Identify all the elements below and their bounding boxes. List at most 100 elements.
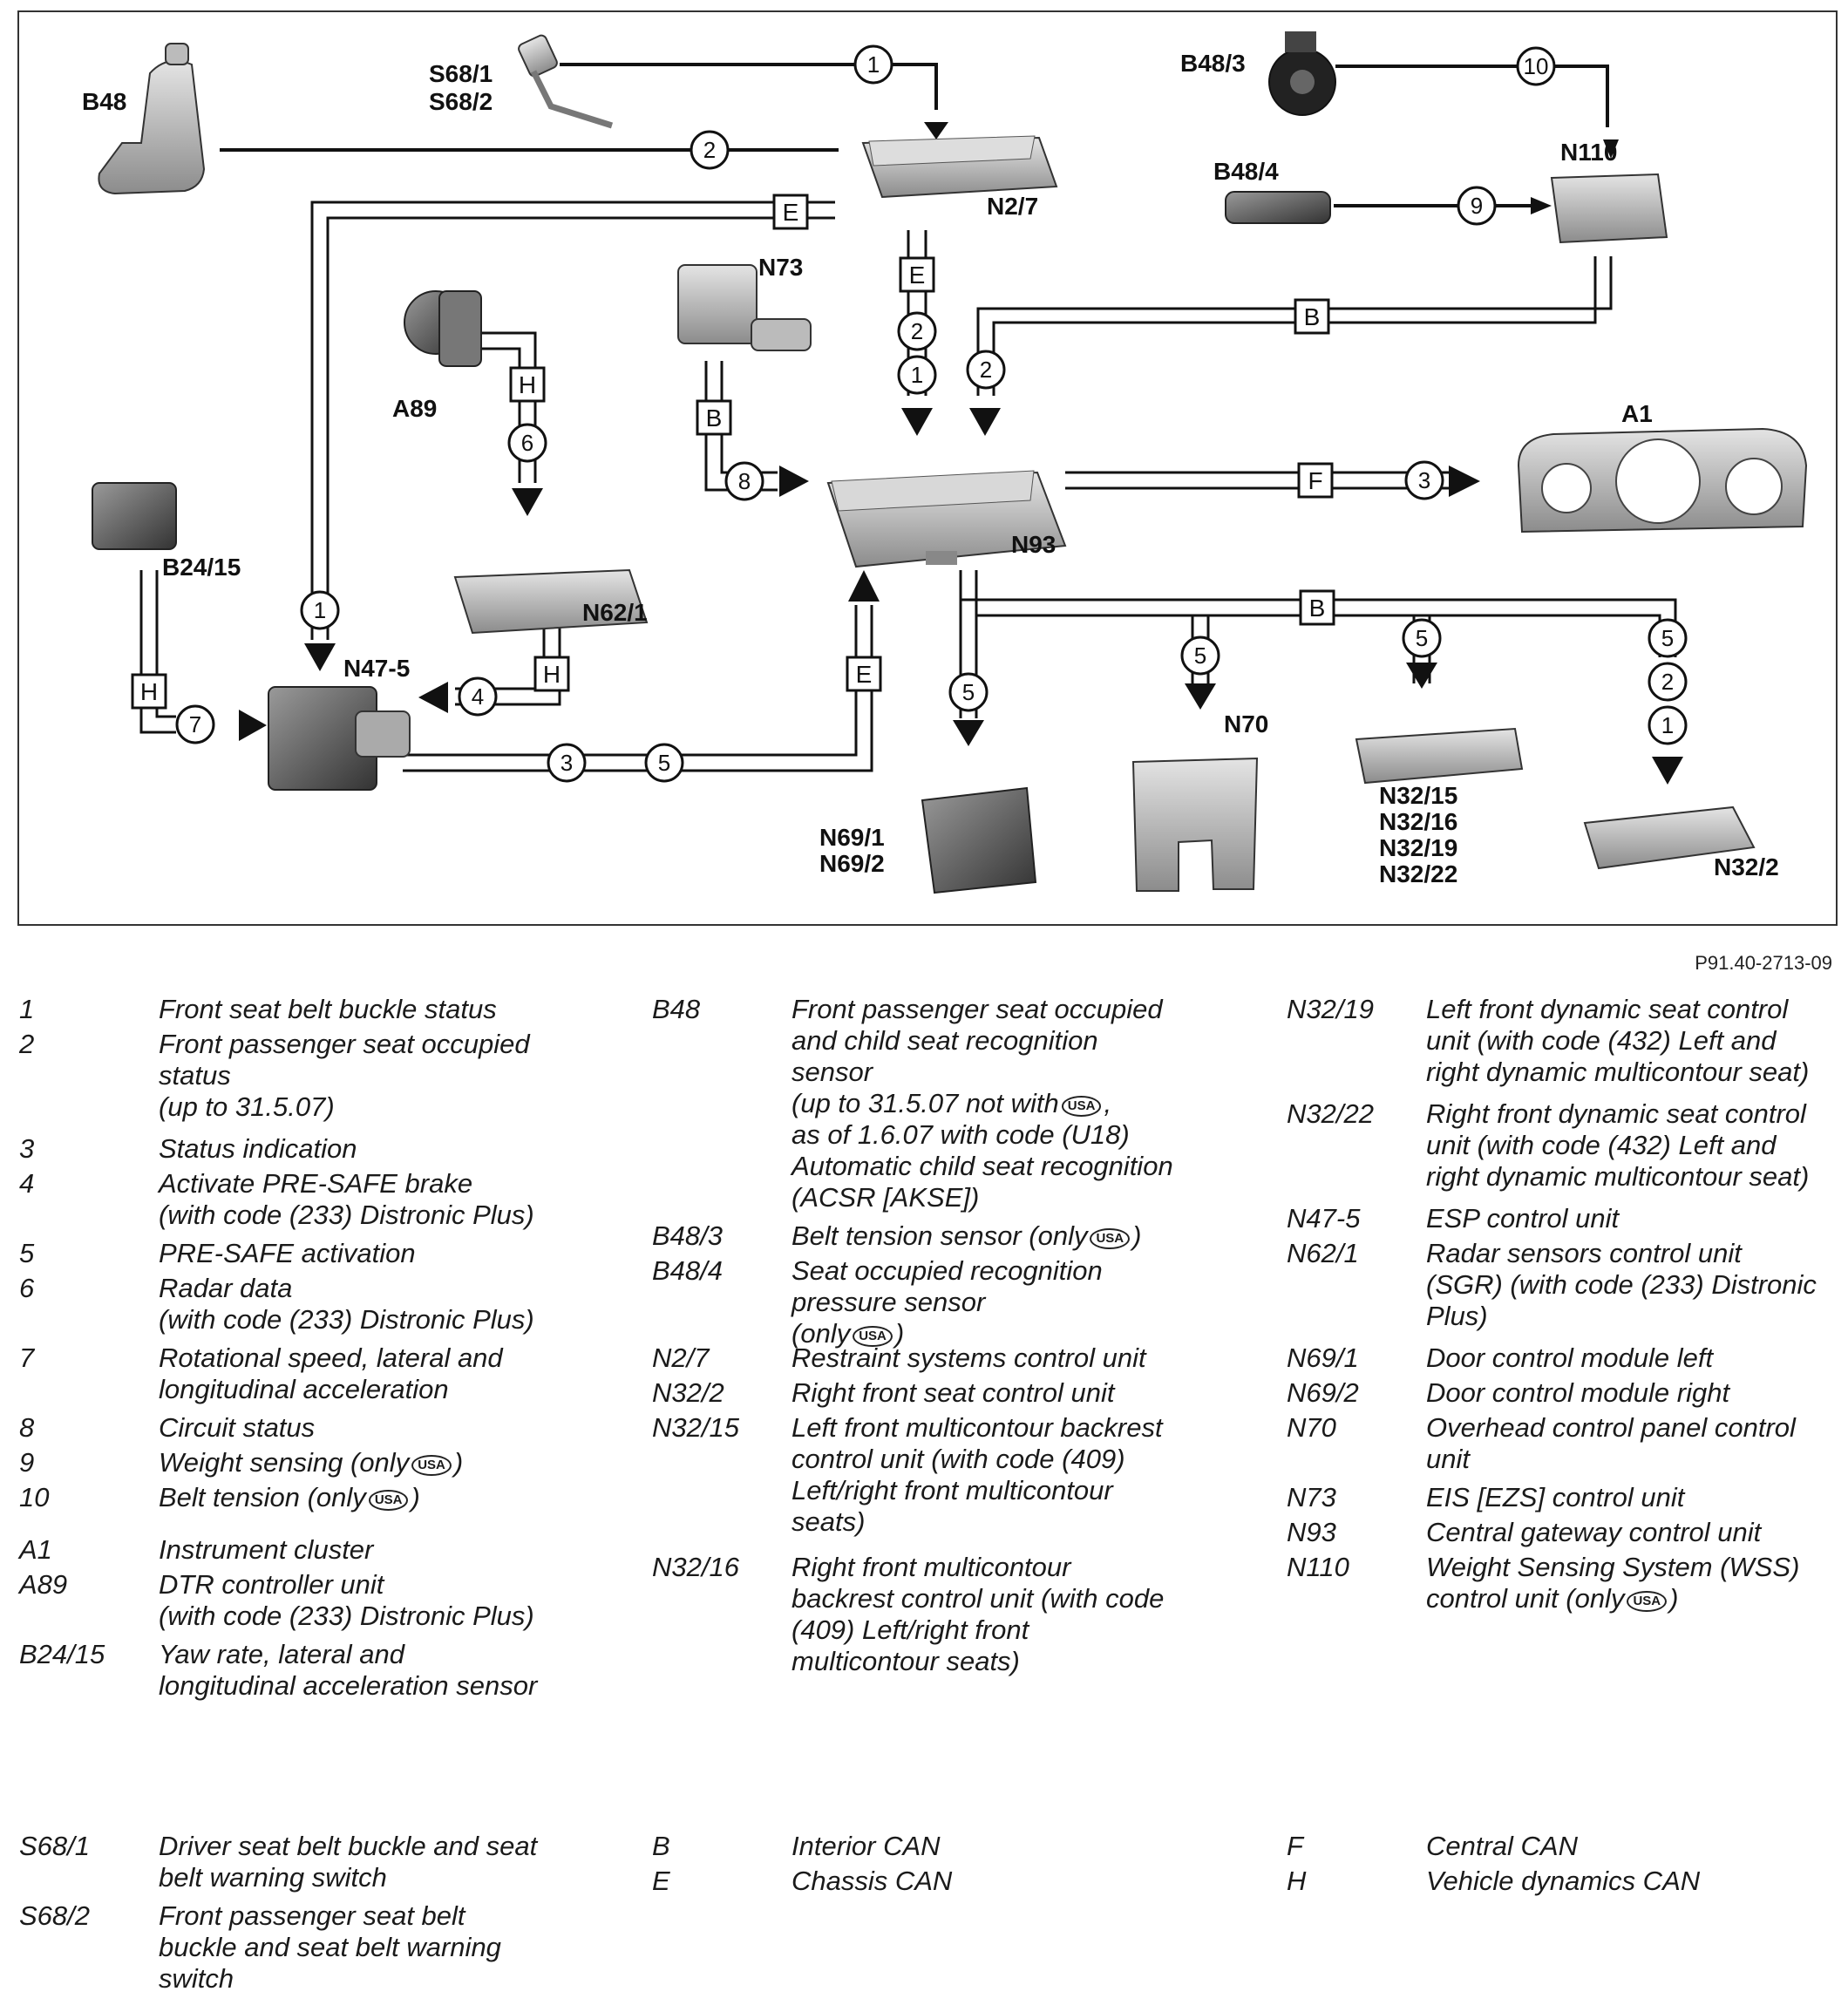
signal-2-n27: 2: [897, 311, 937, 351]
legend-description: Left front dynamic seat control unit (wi…: [1426, 994, 1810, 1087]
legend-description: Left front multicontour backrest control…: [792, 1412, 1163, 1537]
svg-text:E: E: [909, 262, 926, 289]
legend-description: Interior CAN: [792, 1831, 941, 1861]
legend-description: Vehicle dynamics CAN: [1426, 1866, 1701, 1896]
signal-circles: 1 2 10 9 2 1 2 6 8 3 1 7 4 3 5 5 5 5 5 2…: [175, 44, 1688, 783]
svg-text:1: 1: [1661, 712, 1674, 738]
legend-description: Overhead control panel control unit: [1426, 1412, 1796, 1474]
bus-box-h-n62: H: [533, 656, 570, 692]
legend-description: Front seat belt buckle status: [159, 994, 497, 1024]
svg-text:10: 10: [1524, 53, 1549, 79]
ignition-switch-image: [677, 264, 812, 351]
signal-1-top: 1: [853, 44, 893, 85]
legend-code: B: [652, 1831, 670, 1861]
legend-code: N70: [1287, 1412, 1336, 1443]
svg-text:2: 2: [911, 318, 923, 344]
legend-code: F: [1287, 1831, 1303, 1861]
legend-code: N32/22: [1287, 1098, 1374, 1129]
label-b48-4: B48/4: [1213, 158, 1279, 185]
svg-text:B: B: [1304, 303, 1321, 330]
overhead-panel-image: [1131, 757, 1259, 892]
legend-column-1: 1 Front seat belt buckle status 2 Front pas…: [19, 994, 586, 1709]
label-n32-22: N32/22: [1379, 860, 1457, 887]
legend-code: N32/19: [1287, 994, 1374, 1024]
label-n70: N70: [1224, 710, 1268, 738]
legend-description: Radar data (with code (233) Distronic Pl…: [159, 1273, 534, 1335]
legend-description: Chassis CAN: [792, 1866, 953, 1896]
usa-badge-icon: USA: [411, 1455, 452, 1476]
legend-description: Seat occupied recognition pressure senso…: [792, 1255, 1103, 1349]
belt-tension-sensor-image: [1268, 31, 1336, 116]
legend-code: 1: [19, 994, 35, 1024]
legend-description: PRE-SAFE activation: [159, 1238, 416, 1268]
bus-box-f: F: [1297, 462, 1334, 499]
svg-text:6: 6: [521, 430, 533, 456]
signal-8: 8: [724, 461, 764, 501]
legend-description: Central gateway control unit: [1426, 1517, 1762, 1547]
label-n27: N2/7: [987, 193, 1038, 220]
svg-text:B: B: [706, 404, 723, 432]
label-n69-1: N69/1: [819, 824, 885, 851]
module-n27-image: [861, 135, 1058, 199]
legend-code: H: [1287, 1866, 1307, 1896]
legend-code: 4: [19, 1168, 35, 1199]
legend-description: Front passenger seat occupied status (up…: [159, 1029, 530, 1122]
signal-1-n322: 1: [1648, 705, 1688, 745]
legend-code: E: [652, 1866, 670, 1896]
svg-text:5: 5: [1416, 625, 1428, 651]
bus-box-b-n110: B: [1294, 298, 1330, 335]
legend-code: B48/3: [652, 1220, 724, 1251]
label-b48: B48: [82, 88, 126, 115]
label-s68-1: S68/1: [429, 60, 493, 87]
legend-code: 2: [19, 1029, 35, 1059]
diagram-canvas: E E B H B F B H H E 1 2 10 9 2 1 2 6 8 3…: [82, 31, 1808, 894]
signal-5-bottom: 5: [644, 743, 684, 783]
legend-description: Radar sensors control unit (SGR) (with c…: [1426, 1238, 1817, 1331]
signal-1-n47: 1: [300, 590, 340, 630]
legend-description: DTR controller unit (with code (233) Dis…: [159, 1569, 534, 1631]
legend-description: Yaw rate, lateral and longitudinal accel…: [159, 1639, 538, 1701]
svg-text:F: F: [1308, 467, 1322, 494]
legend-description: Right front seat control unit: [792, 1377, 1115, 1408]
module-n110-image: [1550, 173, 1668, 244]
usa-badge-icon: USA: [1061, 1096, 1102, 1117]
label-b48-3: B48/3: [1180, 50, 1246, 77]
svg-text:8: 8: [738, 468, 751, 494]
legend-code: 6: [19, 1273, 35, 1303]
svg-text:4: 4: [472, 683, 484, 710]
legend-code: S68/1: [19, 1831, 91, 1861]
network-diagram: E E B H B F B H H E 1 2 10 9 2 1 2 6 8 3…: [17, 10, 1838, 926]
svg-text:H: H: [519, 371, 536, 398]
label-n110: N110: [1560, 139, 1617, 166]
legend-description: Front passenger seat occupied and child …: [792, 994, 1173, 1213]
legend-code: B48/4: [652, 1255, 724, 1286]
legend-column-3: N32/19 Left front dynamic seat control un…: [1287, 994, 1845, 1709]
signal-6: 6: [507, 423, 547, 463]
legend-code: S68/2: [19, 1900, 91, 1931]
legend-code: 10: [19, 1482, 50, 1512]
usa-badge-icon: USA: [368, 1490, 409, 1511]
legend-code: 5: [19, 1238, 35, 1268]
label-n32-15: N32/15: [1379, 782, 1457, 809]
radar-controller-image: [404, 290, 482, 367]
label-s68-2: S68/2: [429, 88, 493, 115]
legend-description: Status indication: [159, 1133, 357, 1164]
legend-description: ESP control unit: [1426, 1203, 1620, 1234]
document-id: P91.40-2713-09: [1695, 952, 1832, 974]
legend-code: N69/1: [1287, 1342, 1359, 1373]
svg-text:2: 2: [1661, 669, 1674, 695]
svg-text:B: B: [1309, 595, 1326, 622]
legend-code: B24/15: [19, 1639, 105, 1669]
svg-text:9: 9: [1471, 193, 1483, 219]
module-n322-image: [1583, 805, 1756, 870]
legend-description: EIS [EZS] control unit: [1426, 1482, 1685, 1512]
svg-text:2: 2: [980, 357, 992, 383]
label-n47-5: N47-5: [343, 655, 410, 682]
legend-code: N69/2: [1287, 1377, 1359, 1408]
module-n621-image: [453, 568, 649, 635]
usa-badge-icon: USA: [1627, 1591, 1668, 1612]
